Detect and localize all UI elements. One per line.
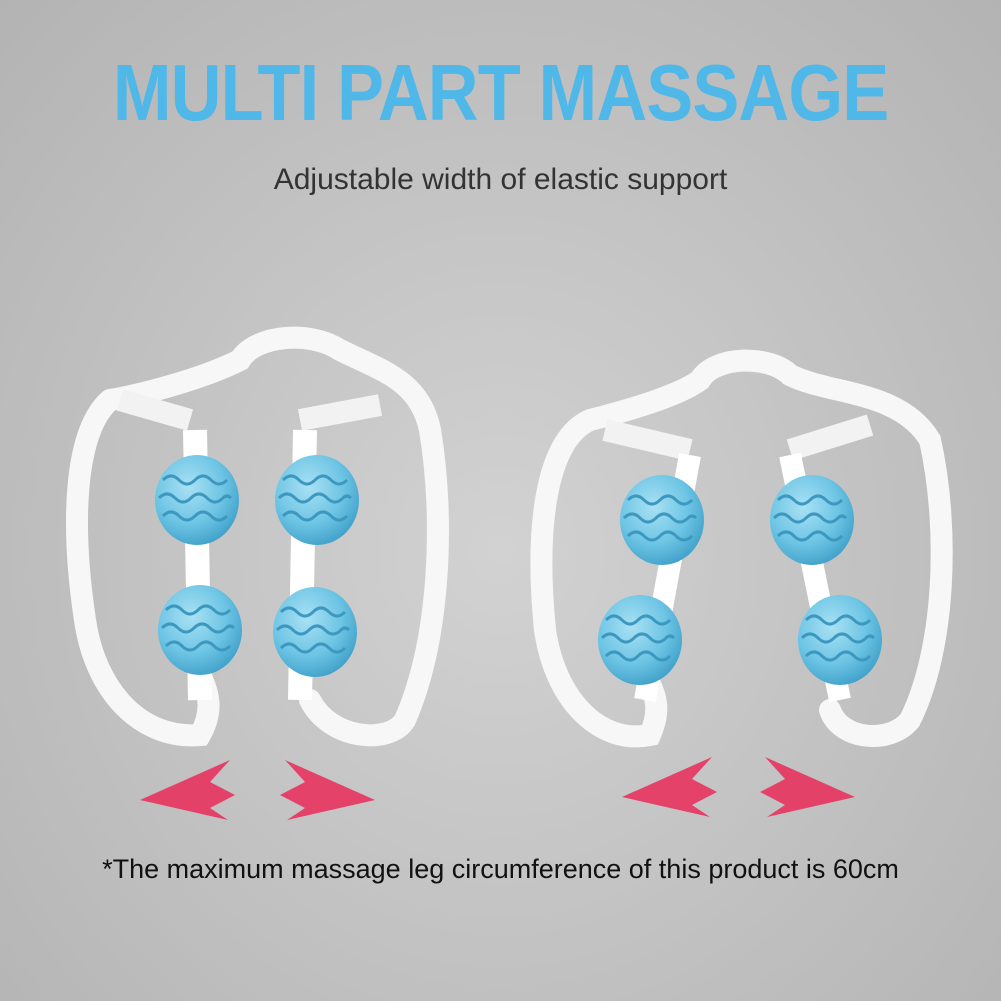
arrow-right-out-icon bbox=[760, 757, 855, 817]
massager-right bbox=[530, 349, 953, 817]
arrow-right-out-icon bbox=[280, 760, 375, 820]
subtitle: Adjustable width of elastic support bbox=[273, 163, 728, 196]
disclaimer-note: *The maximum massage leg circumference o… bbox=[102, 854, 899, 884]
arrow-left-out-icon bbox=[622, 757, 717, 817]
arrow-left-out-icon bbox=[140, 760, 235, 820]
massager-left bbox=[66, 326, 449, 820]
headline-container: MULTI PART MASSAGE bbox=[0, 45, 1001, 141]
headline: MULTI PART MASSAGE bbox=[112, 48, 889, 137]
